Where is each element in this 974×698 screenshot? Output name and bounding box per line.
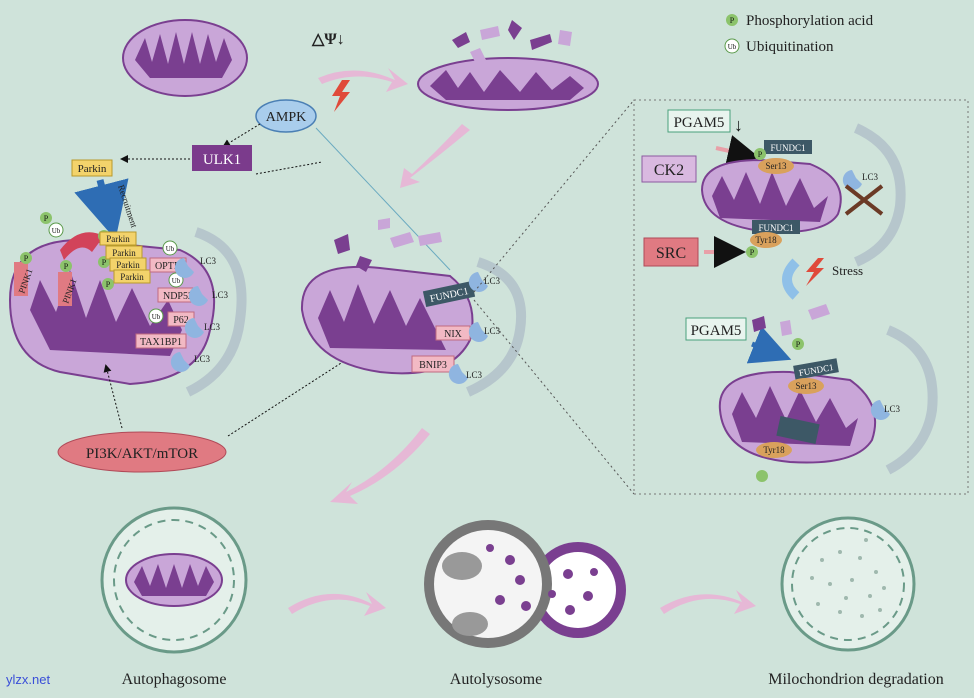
- ulk1-node: ULK1: [192, 145, 252, 171]
- ampk-label: AMPK: [266, 110, 306, 125]
- svg-text:P: P: [102, 258, 107, 267]
- ampk-fundc1-link: [315, 127, 451, 271]
- svg-text:LC3: LC3: [204, 322, 221, 332]
- fundc1-inset-panel: PGAM5 ↓ CK2 FUNDC1 P Ser13 LC3 FUNDC1 Ty…: [633, 99, 969, 495]
- legend: P Phosphorylation acid Ub Ubiquitination: [724, 13, 874, 55]
- svg-text:LC3: LC3: [484, 326, 501, 336]
- svg-text:FUNDC1: FUNDC1: [770, 143, 805, 153]
- src-label: SRC: [656, 245, 686, 262]
- parkin-tag-top: Parkin: [71, 159, 113, 177]
- pi3k-node: PI3K/AKT/mTOR: [57, 431, 227, 473]
- svg-text:LC3: LC3: [884, 404, 901, 414]
- svg-text:Parkin: Parkin: [106, 234, 130, 244]
- membrane-potential-label: △Ψ↓: [311, 31, 345, 48]
- svg-text:OPTN: OPTN: [155, 261, 181, 272]
- healthy-mitochondrion: [122, 19, 248, 97]
- ulk1-fundc1-arrow: [255, 161, 323, 175]
- phagophore-arc-middle: [465, 257, 527, 397]
- fragmentation-arrow: [318, 68, 408, 92]
- svg-text:LC3: LC3: [484, 276, 501, 286]
- svg-text:Ub: Ub: [172, 277, 181, 285]
- pgam5-top-label: PGAM5: [674, 115, 725, 131]
- svg-text:Tyr18: Tyr18: [755, 235, 777, 245]
- fragmented-mitochondrion-top: [417, 20, 599, 111]
- svg-text:P: P: [796, 340, 801, 349]
- svg-text:LC3: LC3: [200, 256, 217, 266]
- ulk1-label: ULK1: [203, 152, 241, 168]
- svg-text:Ub: Ub: [52, 227, 61, 235]
- legend-phosphorylation: Phosphorylation acid: [746, 13, 874, 29]
- autophagosome-arrow: [330, 428, 430, 504]
- stress-label: Stress: [832, 263, 863, 278]
- svg-text:Parkin: Parkin: [120, 272, 144, 282]
- left-receptors: OPTN NDP52 P62 TAX1BP1: [135, 257, 199, 349]
- svg-text:Tyr18: Tyr18: [763, 445, 785, 455]
- pgam5-bottom-label: PGAM5: [691, 323, 742, 339]
- svg-text:LC3: LC3: [194, 354, 211, 364]
- svg-text:P62: P62: [173, 315, 189, 326]
- ck2-label: CK2: [654, 162, 684, 179]
- pi3k-up-arrow: [103, 364, 123, 429]
- svg-text:Parkin: Parkin: [112, 248, 136, 258]
- degradation-arrow: [660, 590, 756, 614]
- autophagosome: [100, 506, 248, 654]
- ampk-node: AMPK: [255, 99, 317, 133]
- pi3k-label: PI3K/AKT/mTOR: [86, 446, 198, 462]
- svg-text:P: P: [44, 214, 49, 223]
- stress-lightning-icon: [332, 80, 350, 112]
- degradation-caption: Milochondrion degradation: [768, 671, 944, 688]
- svg-text:Ub: Ub: [166, 245, 175, 253]
- watermark: ylzx.net: [6, 672, 50, 687]
- ampk-ulk1-arrow: [222, 123, 261, 148]
- inset-projection-top: [473, 99, 635, 293]
- autolysosome-caption: Autolysosome: [450, 671, 542, 688]
- svg-text:P: P: [106, 280, 111, 289]
- svg-text:NDP52: NDP52: [163, 291, 193, 302]
- pgam5-down-arrow: ↓: [734, 115, 743, 135]
- svg-text:Ub: Ub: [152, 313, 161, 321]
- recruitment-curved-arrow: [400, 124, 470, 188]
- svg-text:TAX1BP1: TAX1BP1: [140, 337, 182, 348]
- legend-ubiquitination: Ubiquitination: [746, 39, 834, 55]
- recruitment-arrow: [74, 178, 129, 240]
- lc3-left: LC3 LC3 LC3 LC3: [170, 256, 229, 372]
- parkin-top-label: Parkin: [78, 163, 107, 175]
- svg-text:P: P: [64, 262, 69, 271]
- svg-text:NIX: NIX: [444, 329, 463, 340]
- inset-projection-bottom: [473, 299, 635, 495]
- svg-text:LC3: LC3: [862, 172, 879, 182]
- svg-text:P: P: [758, 150, 763, 159]
- recruitment-label: Recruitment: [116, 184, 139, 230]
- middle-receptors: FUNDC1 NIX BNIP3: [411, 280, 476, 373]
- fusion-arrow: [288, 592, 386, 616]
- svg-text:LC3: LC3: [212, 290, 229, 300]
- svg-text:Ser13: Ser13: [796, 381, 817, 391]
- autophagosome-caption: Autophagosome: [122, 671, 227, 688]
- svg-text:P: P: [750, 248, 755, 257]
- degraded-mitochondrion: [780, 516, 916, 652]
- svg-text:P: P: [24, 254, 29, 263]
- svg-text:Parkin: Parkin: [116, 260, 140, 270]
- svg-text:FUNDC1: FUNDC1: [758, 223, 793, 233]
- legend-p-symbol: P: [730, 16, 735, 25]
- svg-text:LC3: LC3: [466, 370, 483, 380]
- phagophore-arc-left: [185, 227, 247, 397]
- autolysosome: [424, 520, 626, 648]
- legend-ub-symbol: Ub: [728, 43, 737, 51]
- svg-text:BNIP3: BNIP3: [419, 360, 447, 371]
- lc3-middle: LC3 LC3 LC3: [448, 272, 501, 384]
- svg-text:Ser13: Ser13: [766, 161, 787, 171]
- parkin-stack: Parkin Parkin Parkin Parkin: [99, 231, 151, 284]
- pink1-red-arc: [60, 232, 104, 260]
